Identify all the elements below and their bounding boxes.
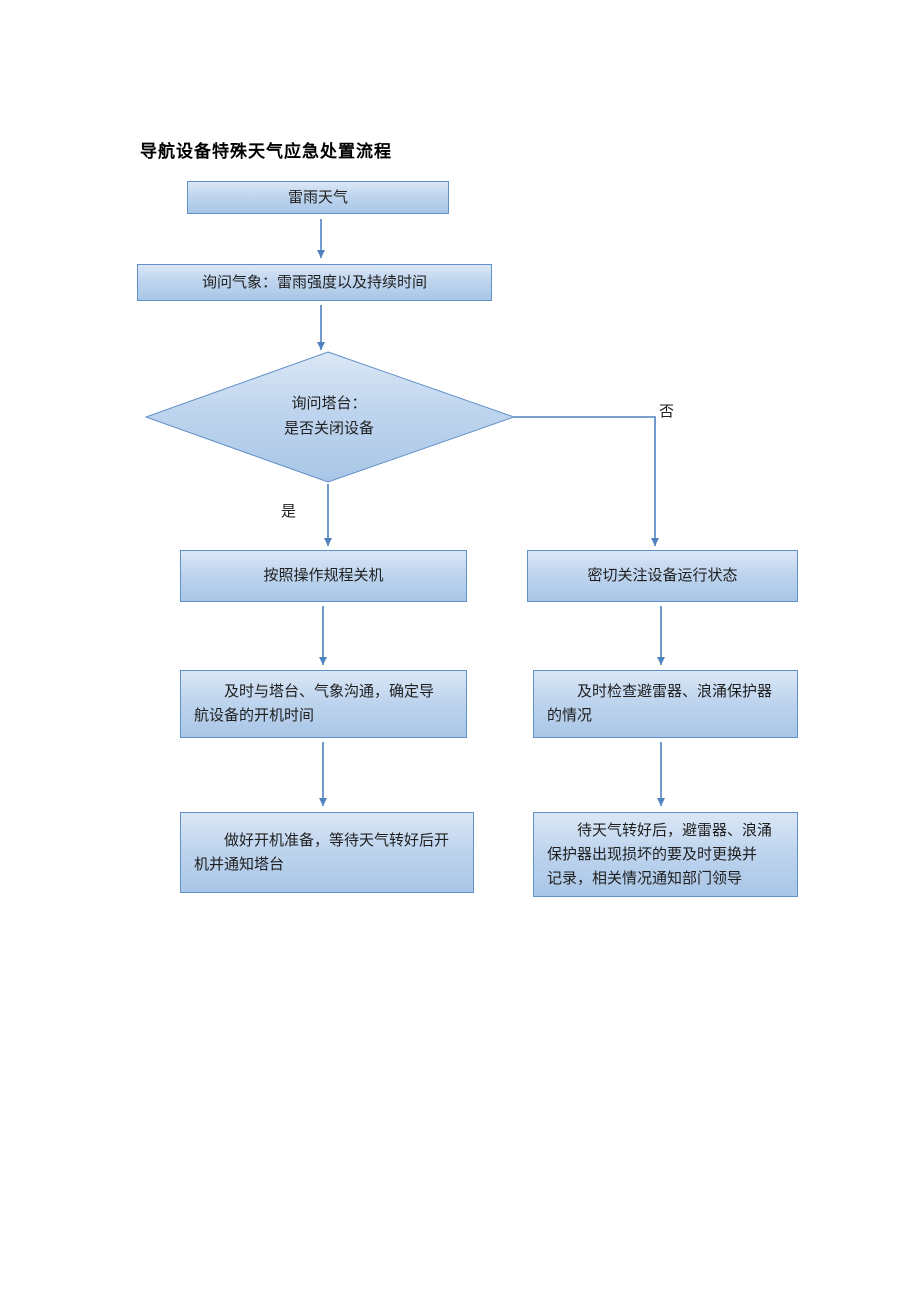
node-replace-record-notify-label: 待天气转好后，避雷器、浪涌 保护器出现损坏的要及时更换并 记录，相关情况通知部门… (547, 821, 773, 887)
node-monitor-equipment-label: 密切关注设备运行状态 (587, 567, 738, 584)
node-ask-weather-label: 询问气象：雷雨强度以及持续时间 (201, 273, 427, 291)
node-communicate-boot-time-label: 及时与塔台、气象沟通，确定导 航设备的开机时间 (194, 683, 435, 724)
decision-diamond-shape (144, 351, 516, 483)
node-prepare-boot-notify-tower: 做好开机准备，等待天气转好后开 机并通知塔台 (180, 812, 474, 893)
node-communicate-boot-time: 及时与塔台、气象沟通，确定导 航设备的开机时间 (180, 670, 467, 738)
node-check-arrester-surge-label: 及时检查避雷器、浪涌保护器 的情况 (547, 683, 773, 724)
decision-ask-tower-label: 询问塔台： 是否关闭设备 (283, 395, 374, 437)
node-thunderstorm-weather: 雷雨天气 (187, 181, 449, 214)
node-shutdown-procedure: 按照操作规程关机 (180, 550, 467, 602)
page-title: 导航设备特殊天气应急处置流程 (140, 142, 392, 161)
edge-label-yes: 是 (281, 503, 297, 520)
node-prepare-boot-notify-tower-label: 做好开机准备，等待天气转好后开 机并通知塔台 (194, 831, 450, 873)
node-ask-weather: 询问气象：雷雨强度以及持续时间 (137, 264, 492, 301)
node-monitor-equipment: 密切关注设备运行状态 (527, 550, 798, 602)
edge-label-no: 否 (659, 403, 675, 420)
node-thunderstorm-weather-label: 雷雨天气 (287, 188, 348, 206)
node-shutdown-procedure-label: 按照操作规程关机 (263, 567, 384, 584)
arrow-decision-no-branch (514, 416, 659, 546)
node-replace-record-notify: 待天气转好后，避雷器、浪涌 保护器出现损坏的要及时更换并 记录，相关情况通知部门… (533, 812, 798, 897)
node-check-arrester-surge: 及时检查避雷器、浪涌保护器 的情况 (533, 670, 798, 738)
